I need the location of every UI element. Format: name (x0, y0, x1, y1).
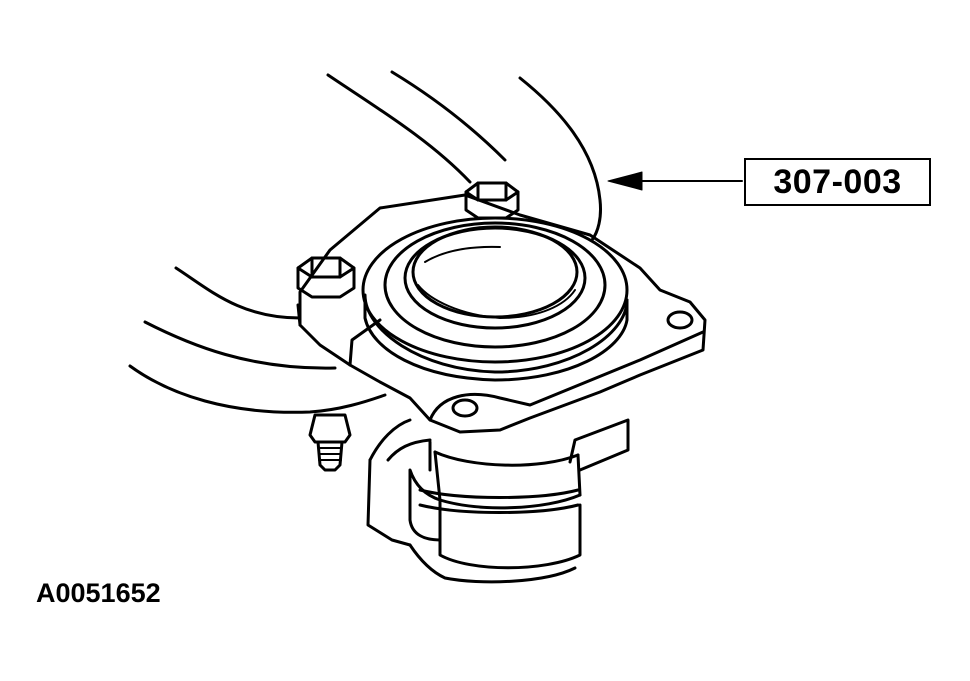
housing-flange (296, 193, 707, 434)
housing-body (366, 418, 630, 547)
callout-leader-arrow (607, 171, 743, 191)
bore-rings (361, 216, 629, 382)
left-bolt (296, 256, 356, 299)
tool-callout-label: 307-003 (773, 162, 902, 201)
figure-id-label: A0051652 (36, 578, 161, 608)
tool-callout-box: 307-003 (744, 158, 931, 206)
neck-tube (408, 450, 582, 584)
top-bolt (464, 181, 520, 220)
upper-hose (326, 70, 602, 242)
lower-stud (308, 413, 352, 472)
lower-hose (128, 266, 387, 414)
bolt-holes (451, 310, 694, 418)
